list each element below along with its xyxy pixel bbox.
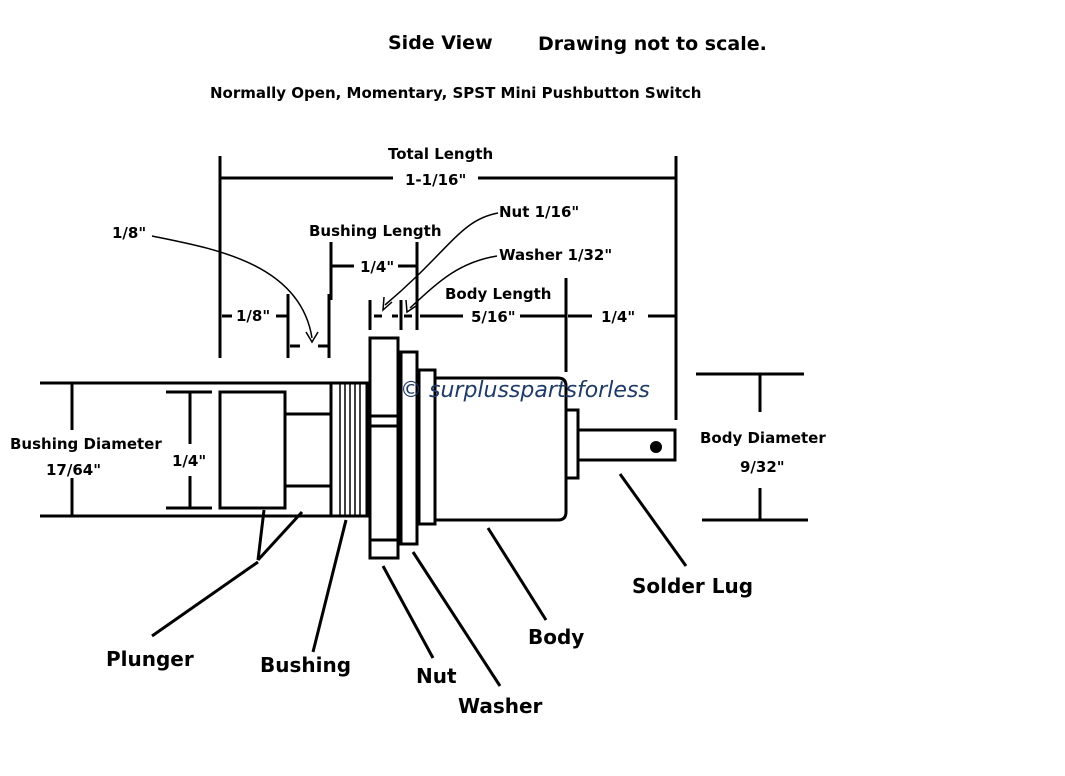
bushing-shape — [329, 381, 369, 518]
body-length-value: 5/16" — [471, 308, 516, 326]
body-diameter-dimension: Body Diameter 9/32" — [696, 372, 826, 522]
plunger-length-value: 1/8" — [236, 307, 270, 325]
solder-lug-shape — [576, 428, 677, 462]
solder-lug-label: Solder Lug — [632, 574, 753, 598]
bushing-threads — [339, 384, 361, 515]
washer-shape — [399, 350, 419, 546]
part-labels: Plunger Bushing Nut Washer Body Solder L… — [106, 473, 753, 718]
bushing-diameter-value: 17/64" — [46, 461, 101, 479]
bushing-length-label: Bushing Length — [309, 222, 442, 240]
subtitle: Normally Open, Momentary, SPST Mini Push… — [210, 84, 701, 102]
scale-note: Drawing not to scale. — [538, 33, 767, 55]
bushing-length-value: 1/4" — [360, 258, 394, 276]
nut-part-label: Nut — [416, 664, 457, 688]
lug-length-value: 1/4" — [601, 308, 635, 326]
total-length-dimension: Total Length 1-1/16" — [218, 145, 678, 420]
plunger-shape — [218, 390, 287, 510]
bushing-label: Bushing — [260, 653, 351, 677]
view-title: Side View — [388, 32, 493, 54]
lug-base-shape — [564, 408, 580, 480]
switch-drawing — [218, 336, 677, 560]
gap-callout-value: 1/8" — [112, 224, 146, 242]
washer-part-label: Washer — [458, 694, 543, 718]
plunger-diameter-dimension: 1/4" — [166, 390, 212, 510]
body-length-label: Body Length — [445, 285, 551, 303]
nut-washer-callouts: Nut 1/16" Washer 1/32" — [368, 203, 612, 330]
gap-callout: 1/8" — [112, 224, 331, 358]
washer-label: Washer 1/32" — [499, 246, 612, 264]
nut-label: Nut 1/16" — [499, 203, 579, 221]
bushing-diameter-label: Bushing Diameter — [10, 435, 162, 453]
lug-hole — [650, 441, 662, 453]
watermark: © surplusspartsforless — [400, 378, 650, 403]
body-diameter-label: Body Diameter — [700, 429, 826, 447]
body-diameter-value: 9/32" — [740, 458, 785, 476]
nut-shape — [368, 336, 400, 560]
bushing-length-dimension: Bushing Length 1/4" — [309, 222, 442, 330]
plunger-diameter-value: 1/4" — [172, 452, 206, 470]
bushing-diameter-dimension: Bushing Diameter 17/64" — [10, 381, 332, 518]
plunger-label: Plunger — [106, 647, 194, 671]
body-label: Body — [528, 625, 584, 649]
body-flange-shape — [417, 368, 437, 526]
total-length-label: Total Length — [388, 145, 493, 163]
body-length-dimension: Body Length 5/16" 1/4" — [420, 278, 676, 372]
total-length-value: 1-1/16" — [405, 171, 466, 189]
plunger-length-dimension: 1/8" — [222, 294, 290, 358]
